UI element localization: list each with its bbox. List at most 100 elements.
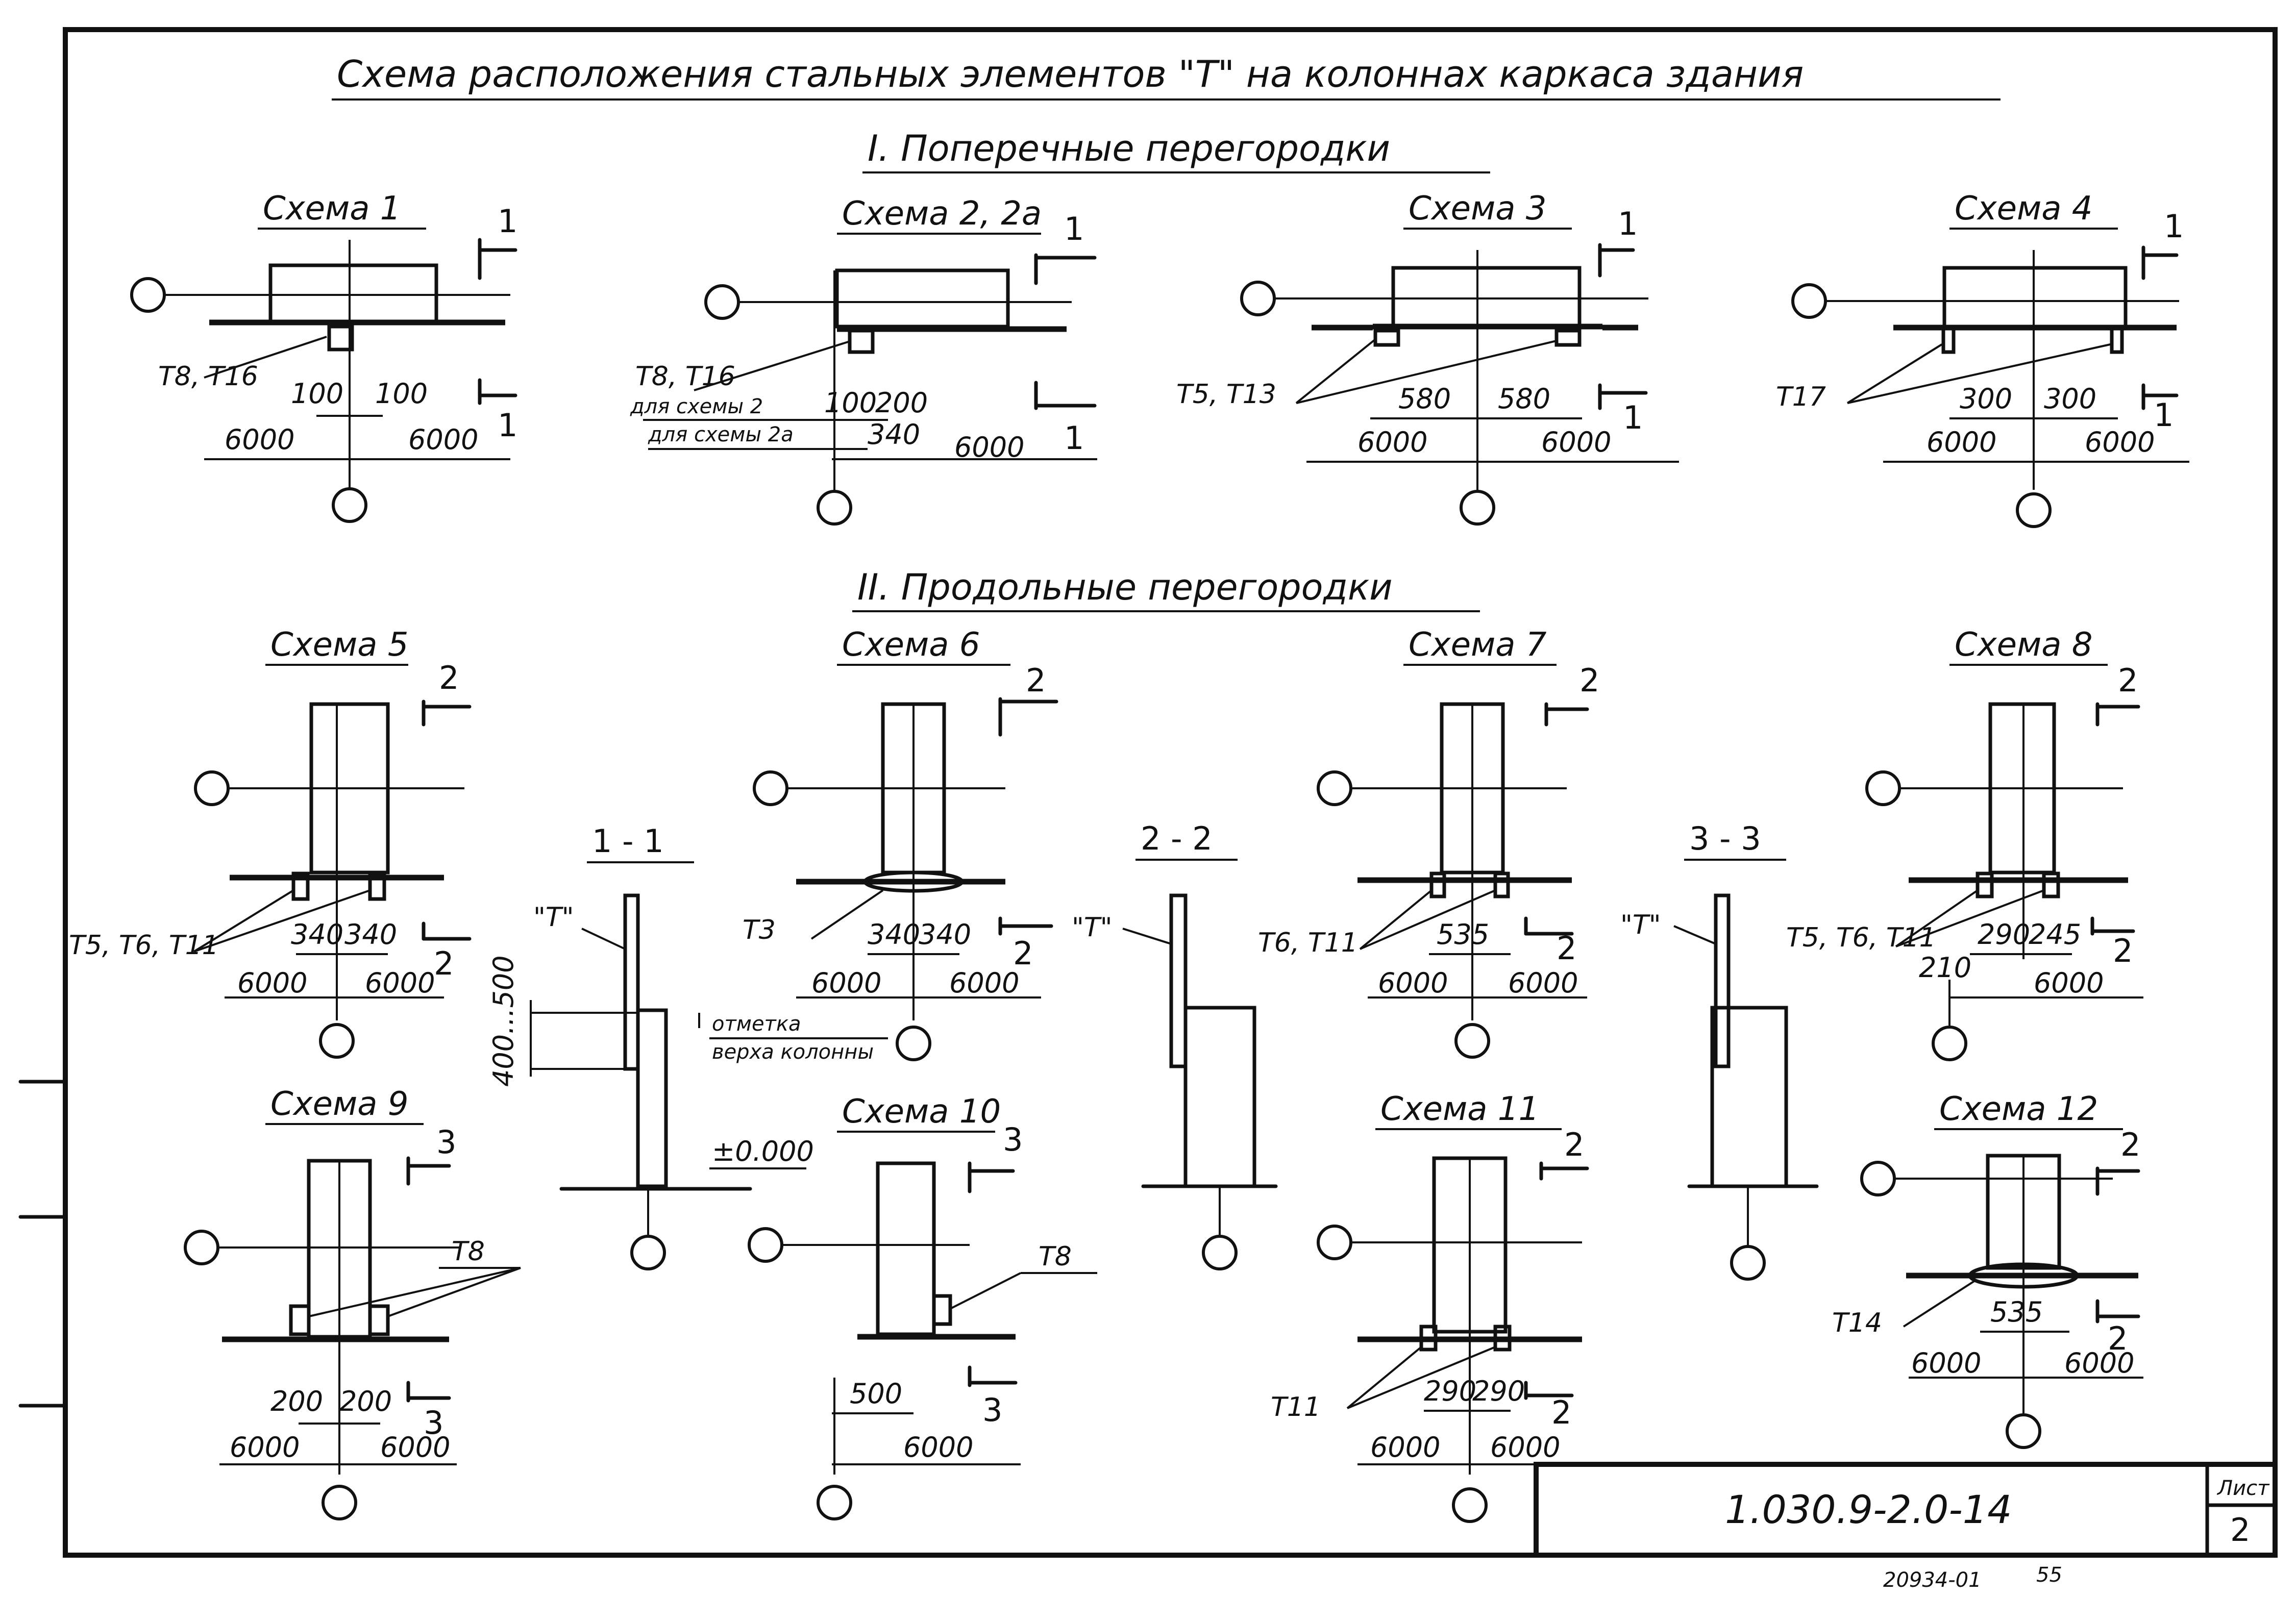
scheme-4: Схема 4 Т17 300 300 6000 6000 1 1: [1776, 190, 2189, 528]
section-3-3: 3 - 3 "Т": [1620, 820, 1819, 1281]
axis-bubble: [2006, 1413, 2041, 1449]
scheme-12-span-a: 6000: [1911, 1347, 1981, 1379]
scheme-5-title: Схема 5: [270, 626, 409, 664]
steel-element: [1493, 1325, 1512, 1352]
scheme-3-dim-b: 580: [1498, 383, 1550, 415]
steel-element: [291, 871, 310, 901]
scheme-7-sec-top: 2: [1579, 662, 1599, 699]
section-2-2-title: 2 - 2: [1141, 820, 1213, 857]
leader: [204, 336, 327, 379]
axis-bubble: [1932, 1026, 1967, 1061]
scheme-6: Схема 6 Т3 340 340 6000 6000 2 2: [743, 626, 1058, 1061]
scheme-5: Схема 5 Т5, Т6, Т11 340 340 6000 6000 2 …: [69, 626, 472, 1059]
section-3-3-label: "Т": [1620, 910, 1661, 940]
scheme-8-dim-a: 290: [1978, 918, 2030, 951]
scheme-6-sec-top: 2: [1026, 662, 1046, 699]
column: [876, 1161, 936, 1336]
steel-element: [2042, 871, 2060, 899]
steel-element-t: [1714, 893, 1731, 1068]
scheme-9: Схема 9 Т8 200 200 6000 6000 3 3: [184, 1085, 521, 1520]
leader: [1673, 925, 1716, 945]
scheme-2-dim-a: 100: [824, 387, 877, 419]
scheme-9-span-a: 6000: [230, 1431, 300, 1463]
scheme-8-sec-top: 2: [2118, 662, 2138, 699]
scheme-6-dim-b: 340: [919, 918, 971, 951]
scheme-9-sec-bot: 3: [424, 1404, 443, 1441]
page-number: 55: [2036, 1563, 2062, 1587]
steel-element: [2110, 325, 2124, 354]
section-3-3-title: 3 - 3: [1689, 820, 1761, 857]
scheme-2-dim-c: 340: [868, 418, 920, 451]
drawing-frame: [63, 27, 2278, 1558]
scheme-5-dim-a: 340: [291, 918, 343, 951]
section-1-1-mark-b: верха колонны: [712, 1040, 874, 1064]
scheme-3-span-b: 6000: [1541, 426, 1611, 458]
axis-bubble: [896, 1026, 931, 1061]
steel-element-t: [1169, 893, 1188, 1068]
steel-element: [1429, 871, 1446, 899]
scheme-3-title: Схема 3: [1409, 190, 1547, 228]
leader: [193, 889, 294, 953]
scheme-11-sec-bot: 2: [1551, 1394, 1571, 1431]
sheet-number: 2: [2230, 1511, 2250, 1549]
scheme-3: Схема 3 Т5, Т13 580 580 6000 6000 1 1: [1176, 190, 1679, 526]
scheme-8: Схема 8 Т5, Т6, Т11 290 245 210 6000 2 2: [1786, 626, 2143, 1061]
leader: [1847, 343, 2111, 404]
scheme-12: Схема 12 Т14 535 6000 6000 2 2: [1832, 1090, 2143, 1449]
leader: [1359, 889, 1433, 950]
scheme-1-span-a: 6000: [225, 423, 294, 456]
section-2-2: 2 - 2 "Т": [1072, 820, 1278, 1270]
scheme-8-title: Схема 8: [1955, 626, 2093, 664]
scheme-6-span-b: 6000: [949, 967, 1019, 999]
leader: [694, 341, 849, 391]
scheme-10: Схема 10 Т8 500 6000 3 3: [748, 1093, 1097, 1520]
drawing-code: 1.030.9-2.0-14: [1725, 1487, 2012, 1532]
column: [268, 263, 438, 323]
scheme-1-dim-a: 100: [291, 378, 343, 410]
scheme-3-span-a: 6000: [1357, 426, 1427, 458]
steel-element: [1976, 871, 1994, 899]
scheme-9-dim-b: 200: [339, 1385, 392, 1417]
axis-bubble: [1865, 770, 1901, 806]
scheme-12-sec-top: 2: [2120, 1126, 2140, 1163]
scheme-6-span-a: 6000: [811, 967, 881, 999]
axis-bubble: [194, 770, 230, 806]
steel-element: [368, 1304, 390, 1336]
leader: [1295, 338, 1376, 404]
scheme-8-dim-c: 210: [1919, 952, 1971, 984]
sheet-label: Лист: [2216, 1477, 2270, 1500]
section-1-1: 1 - 1 400...500 "Т" отметка верха колонн…: [487, 822, 888, 1270]
scheme-4-sec-top: 1: [2164, 208, 2184, 245]
scheme-5-sec-top: 2: [439, 659, 459, 696]
axis-bubble: [1317, 770, 1352, 806]
scheme-5-span-a: 6000: [237, 967, 307, 999]
column: [1183, 1006, 1256, 1188]
scheme-7: Схема 7 Т6, Т11 535 6000 6000 2 2: [1258, 626, 1599, 1059]
leader: [810, 889, 884, 940]
steel-element: [932, 1294, 952, 1326]
scheme-3-sec-top: 1: [1618, 205, 1638, 242]
scheme-11-title: Схема 11: [1380, 1090, 1539, 1128]
scheme-4-sec-bot: 1: [2154, 396, 2174, 434]
steel-element: [1373, 329, 1400, 347]
axis-bubble: [1202, 1235, 1238, 1270]
scheme-2-span: 6000: [954, 431, 1024, 463]
scheme-2: Схема 2, 2а Т8, Т16 для схемы 2 для схем…: [630, 195, 1097, 526]
axis-bubble: [322, 1485, 357, 1520]
scheme-1: Схема 1 Т8, Т16 100 100 6000 6000 1 1: [130, 190, 517, 523]
scheme-6-label: Т3: [743, 915, 776, 945]
scheme-11-dim-b: 290: [1472, 1375, 1525, 1407]
steel-element: [1419, 1325, 1438, 1352]
scheme-5-sec-bot: 2: [434, 945, 454, 982]
scheme-8-label: Т5, Т6, Т11: [1786, 922, 1936, 953]
scheme-7-sec-bot: 2: [1557, 930, 1576, 967]
steel-element: [1554, 329, 1582, 347]
axis-bubble: [704, 284, 740, 320]
leader: [950, 1272, 1021, 1310]
leader: [1903, 1280, 1976, 1328]
scheme-6-dim-a: 340: [868, 918, 920, 951]
scheme-12-label: Т14: [1832, 1308, 1882, 1338]
section-1-1-height: 400...500: [487, 955, 520, 1087]
scheme-9-span-b: 6000: [380, 1431, 450, 1463]
axis-bubble: [1860, 1161, 1896, 1196]
